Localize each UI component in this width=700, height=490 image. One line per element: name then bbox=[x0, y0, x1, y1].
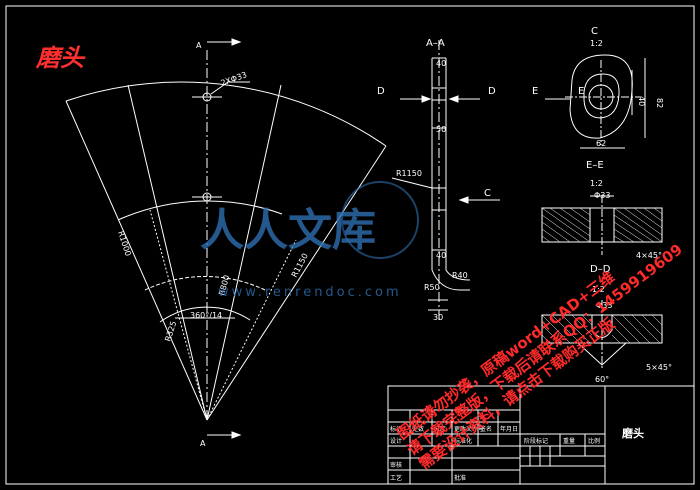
marker-e-left: E bbox=[532, 86, 538, 97]
section-dd bbox=[541, 300, 663, 370]
tb-standardize: 标准化 bbox=[454, 437, 472, 445]
tb-design: 设计 bbox=[390, 437, 402, 445]
fan-angle: 360°/14 bbox=[190, 311, 222, 320]
hole-callout: 2XΦ33 bbox=[220, 70, 248, 88]
section-ee bbox=[541, 195, 663, 255]
section-aa-title: A–A bbox=[426, 38, 445, 49]
view-c-title: C bbox=[591, 26, 598, 37]
section-label-bottom: A bbox=[200, 439, 206, 448]
tb-process: 工艺 bbox=[390, 474, 402, 482]
marker-d-left: D bbox=[377, 86, 385, 97]
view-c bbox=[565, 54, 646, 149]
section-dd-hole: Φ33 bbox=[596, 301, 612, 310]
tb-count: 处数 bbox=[412, 425, 424, 433]
tb-weight: 重量 bbox=[563, 437, 575, 445]
radius-1000: R1000 bbox=[116, 230, 133, 257]
drawing-frame bbox=[5, 5, 695, 485]
dim-50: 50 bbox=[436, 125, 446, 134]
tb-part-name: 磨头 bbox=[621, 426, 644, 440]
view-c-dim-62: 62 bbox=[596, 139, 606, 148]
dim-r1150: R1150 bbox=[396, 169, 422, 178]
view-c-dim-82: 82 bbox=[655, 98, 664, 108]
tb-change-doc: 更改文件号 bbox=[454, 425, 484, 433]
section-ee-hole: Φ33 bbox=[594, 191, 610, 200]
section-dd-angle: 60° bbox=[595, 375, 609, 384]
dim-30: 30 bbox=[433, 313, 443, 322]
watermark-line1: 图纸请勿抄袭，原稿word+CAD+三维 bbox=[394, 268, 618, 443]
section-dd-scale: 1:2 bbox=[592, 285, 605, 294]
tb-mark: 标记 bbox=[390, 425, 402, 433]
section-ee-chamfer: 4×45° bbox=[636, 251, 662, 260]
title-block bbox=[387, 385, 695, 485]
dim-40-mid: 40 bbox=[436, 251, 446, 260]
dim-r50: R50 bbox=[424, 283, 440, 292]
view-c-dim-40: 40 bbox=[637, 96, 646, 106]
marker-e-right: E bbox=[578, 86, 584, 97]
tb-stage-mark: 阶段标记 bbox=[524, 437, 548, 445]
section-dd-title: D–D bbox=[590, 264, 611, 275]
view-c-scale: 1:2 bbox=[590, 39, 603, 48]
tb-ratio: 比例 bbox=[588, 437, 600, 445]
tb-review: 审核 bbox=[390, 461, 402, 469]
marker-c: C bbox=[484, 188, 491, 199]
watermark-logo-group: 人人文库 www.renrendoc.com bbox=[200, 181, 419, 300]
section-label-top: A bbox=[196, 41, 202, 50]
tb-date: 年月日 bbox=[500, 425, 518, 433]
section-aa-view bbox=[391, 40, 500, 320]
section-ee-scale: 1:2 bbox=[590, 179, 603, 188]
dim-r40: R40 bbox=[452, 271, 468, 280]
tb-zone: 分区 bbox=[434, 425, 446, 433]
watermark-url: www.renrendoc.com bbox=[218, 285, 402, 300]
marker-d-right: D bbox=[488, 86, 496, 97]
watermark-logo: 人人文库 bbox=[200, 205, 376, 256]
fan-main-view bbox=[65, 38, 387, 439]
section-ee-title: E–E bbox=[586, 160, 604, 171]
title-stamp: 磨头 bbox=[35, 43, 86, 72]
section-dd-chamfer: 5×45° bbox=[646, 363, 672, 372]
tb-sign: 签名 bbox=[480, 425, 492, 433]
radius-325: R325 bbox=[163, 320, 178, 343]
dim-40-top: 40 bbox=[436, 59, 446, 68]
tb-approve: 批准 bbox=[454, 474, 466, 482]
